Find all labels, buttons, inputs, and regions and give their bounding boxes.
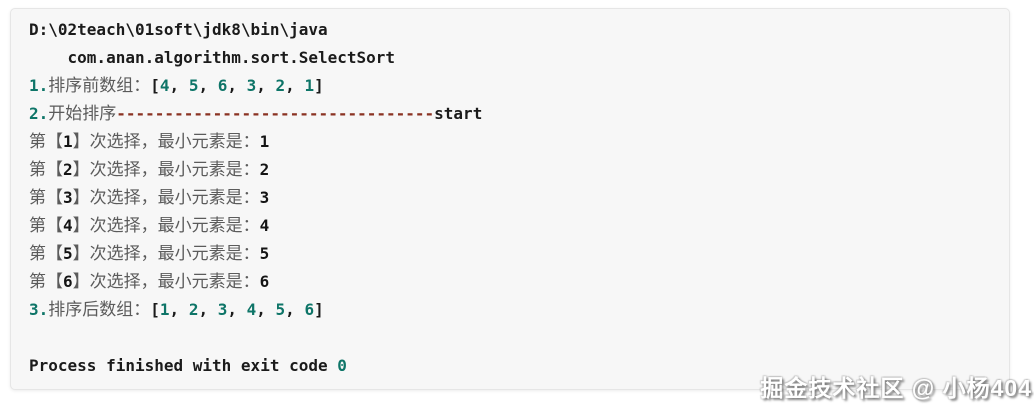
console-text-segment: 第【 xyxy=(29,272,63,292)
console-text-segment: 6 xyxy=(259,272,270,291)
console-text-segment: , xyxy=(198,76,218,95)
console-text-segment: , xyxy=(227,76,247,95)
console-output: D:\02teach\01soft\jdk8\bin\java com.anan… xyxy=(29,16,1009,380)
console-line: 第【4】次选择，最小元素是：4 xyxy=(29,212,1009,240)
console-text-segment: 第【 xyxy=(29,160,63,180)
console-text-segment: 2. xyxy=(29,104,49,123)
console-text-segment: 1 xyxy=(304,76,315,95)
watermark: 掘金技术社区 @ 小杨404 xyxy=(760,375,1032,401)
console-text-segment: , xyxy=(285,76,305,95)
console-text-segment: 排序后数组： xyxy=(48,300,151,320)
console-text-segment: 5 xyxy=(275,300,286,319)
console-text-segment: 3 xyxy=(259,188,270,207)
console-text-segment: , xyxy=(198,300,218,319)
console-text-segment: ] xyxy=(314,300,324,319)
console-text-segment: 】次选择，最小元素是： xyxy=(72,272,260,292)
console-text-segment: 1 xyxy=(63,132,73,151)
console-line: 3.排序后数组：[1, 2, 3, 4, 5, 6] xyxy=(29,296,1009,324)
console-text-segment: 6 xyxy=(217,76,228,95)
console-text-segment: start xyxy=(434,104,483,123)
console-text-segment: 2 xyxy=(259,160,270,179)
console-text-segment: , xyxy=(256,76,276,95)
console-text-segment: 2 xyxy=(63,160,73,179)
console-text-segment: 】次选择，最小元素是： xyxy=(72,244,260,264)
console-text-segment: 】次选择，最小元素是： xyxy=(72,188,260,208)
console-text-segment: 1 xyxy=(159,300,170,319)
console-text-segment: 4 xyxy=(259,216,270,235)
console-text-segment: 】次选择，最小元素是： xyxy=(72,132,260,152)
console-text-segment: 第【 xyxy=(29,132,63,152)
console-text-segment: 6 xyxy=(63,272,73,291)
console-text-segment: , xyxy=(285,300,305,319)
console-text-segment: Process finished with exit code xyxy=(29,356,338,375)
console-text-segment: 4 xyxy=(159,76,170,95)
console-text-segment: 5 xyxy=(259,244,270,263)
console-text-segment: ] xyxy=(314,76,324,95)
console-text-segment: 2 xyxy=(275,76,286,95)
console-text-segment: 4 xyxy=(246,300,257,319)
console-line: 第【1】次选择，最小元素是：1 xyxy=(29,128,1009,156)
console-text-segment: 3. xyxy=(29,300,49,319)
console-text-segment: 】次选择，最小元素是： xyxy=(72,160,260,180)
console-text-segment: 3 xyxy=(217,300,228,319)
console-text-segment: , xyxy=(169,76,189,95)
console-text-segment: , xyxy=(227,300,247,319)
console-text-segment: com.anan.algorithm.sort.SelectSort xyxy=(29,48,396,67)
console-text-segment: 3 xyxy=(63,188,73,207)
console-line: com.anan.algorithm.sort.SelectSort xyxy=(29,44,1009,72)
console-line: 第【2】次选择，最小元素是：2 xyxy=(29,156,1009,184)
console-line: Process finished with exit code 0 xyxy=(29,352,1009,380)
console-line: 2.开始排序---------------------------------s… xyxy=(29,100,1009,128)
console-line: 第【5】次选择，最小元素是：5 xyxy=(29,240,1009,268)
console-text-segment: 1 xyxy=(259,132,270,151)
console-text-segment: D:\02teach\01soft\jdk8\bin\java xyxy=(29,20,328,39)
console-text-segment: [ xyxy=(150,76,160,95)
console-text-segment: , xyxy=(169,300,189,319)
console-text-segment: 开始排序 xyxy=(48,104,117,124)
console-panel: D:\02teach\01soft\jdk8\bin\java com.anan… xyxy=(10,8,1010,390)
console-line: 1.排序前数组：[4, 5, 6, 3, 2, 1] xyxy=(29,72,1009,100)
console-line: D:\02teach\01soft\jdk8\bin\java xyxy=(29,16,1009,44)
console-text-segment: --------------------------------- xyxy=(116,104,435,123)
console-text-segment: 4 xyxy=(63,216,73,235)
console-text-segment: [ xyxy=(150,300,160,319)
console-text-segment: 】次选择，最小元素是： xyxy=(72,216,260,236)
console-text-segment: 5 xyxy=(63,244,73,263)
console-text-segment: 排序前数组： xyxy=(48,76,151,96)
console-text-segment: 1. xyxy=(29,76,49,95)
console-text-segment: 3 xyxy=(246,76,257,95)
console-text-segment: 5 xyxy=(188,76,199,95)
console-text-segment: 2 xyxy=(188,300,199,319)
console-text-segment: 第【 xyxy=(29,244,63,264)
console-text-segment: 6 xyxy=(304,300,315,319)
console-text-segment: 第【 xyxy=(29,216,63,236)
console-text-segment: 0 xyxy=(337,356,347,375)
console-text-segment: , xyxy=(256,300,276,319)
console-line xyxy=(29,324,1009,352)
console-line: 第【3】次选择，最小元素是：3 xyxy=(29,184,1009,212)
console-line: 第【6】次选择，最小元素是：6 xyxy=(29,268,1009,296)
console-text-segment: 第【 xyxy=(29,188,63,208)
